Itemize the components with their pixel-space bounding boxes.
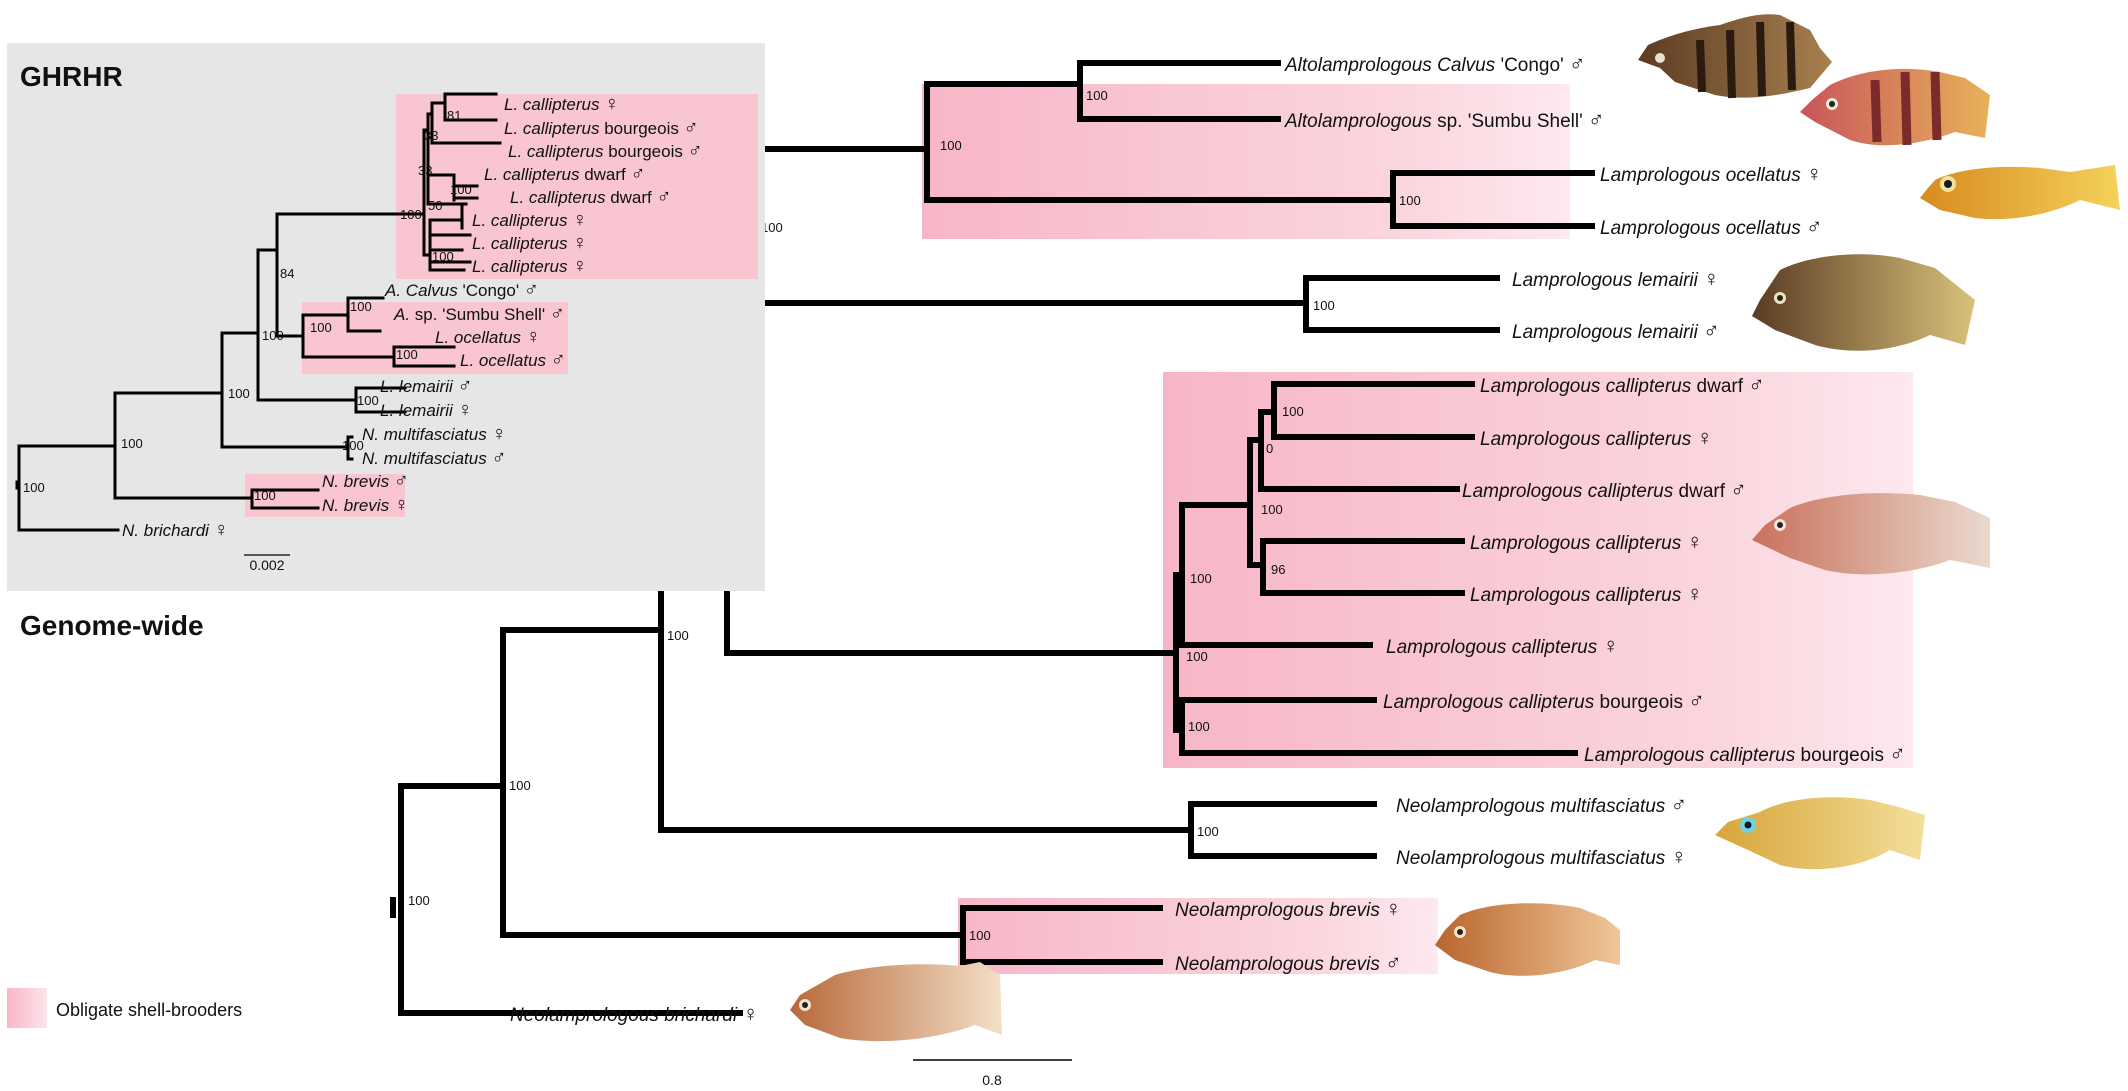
support-label: 33 xyxy=(418,163,432,178)
tip-label: N. brichardi ♀ xyxy=(122,519,229,541)
tip-label: Neolamprologous multifasciatus ♀ xyxy=(1396,844,1687,869)
tip-label: N. multifasciatus ♀ xyxy=(362,423,506,445)
legend-label: Obligate shell-brooders xyxy=(56,1000,242,1020)
support-label: 33 xyxy=(424,128,438,143)
tip-label: Lamprologous lemairii ♂ xyxy=(1512,318,1720,343)
tip-label: L. ocellatus ♂ xyxy=(460,349,566,371)
tip-label: L. lemairii ♀ xyxy=(380,399,473,421)
tip-label: L. ocellatus ♀ xyxy=(435,326,541,348)
support-label: 100 xyxy=(121,436,143,451)
support-label: 96 xyxy=(1271,562,1285,577)
fish-illustrations xyxy=(790,14,2120,1042)
tip-label: Lamprologous callipterus ♀ xyxy=(1470,581,1703,606)
gene-scale-bar: 0.002 xyxy=(244,554,290,573)
gene-highlight-brevis xyxy=(245,474,405,517)
support-label: 100 xyxy=(262,328,284,343)
tip-label: L. lemairii ♂ xyxy=(380,375,473,397)
genome-scale-label: 0.8 xyxy=(982,1072,1002,1088)
support-label: 100 xyxy=(509,778,531,793)
legend-swatch xyxy=(7,988,47,1028)
support-label: 100 xyxy=(396,347,418,362)
tip-label: Altolamprologous sp. 'Sumbu Shell' ♂ xyxy=(1284,107,1604,132)
support-label: 100 xyxy=(969,928,991,943)
tip-label: A. sp. 'Sumbu Shell' ♂ xyxy=(393,303,565,325)
tip-label: Neolamprologous multifasciatus ♂ xyxy=(1396,792,1687,817)
highlight-altolamprologus-ocellatus xyxy=(922,84,1570,239)
genome-tip-labels: Altolamprologous Calvus 'Congo' ♂ Altola… xyxy=(510,51,1906,1026)
tip-label: A. Calvus 'Congo' ♂ xyxy=(384,279,539,301)
tip-label: Lamprologous callipterus ♀ xyxy=(1480,425,1713,450)
fish-neolamprologus-multifasciatus xyxy=(1715,797,1925,870)
tip-label: Lamprologous callipterus dwarf ♂ xyxy=(1462,477,1747,502)
fish-altolamprologus-calvus xyxy=(1638,14,1832,99)
fish-neolamprologus-brichardi xyxy=(790,962,1002,1042)
genome-tree-title: Genome-wide xyxy=(20,610,204,641)
support-label: 100 xyxy=(1086,88,1108,103)
support-label: 100 xyxy=(432,249,454,264)
tip-label: Altolamprologous Calvus 'Congo' ♂ xyxy=(1284,51,1585,76)
tip-label: L. callipterus bourgeois ♂ xyxy=(508,140,703,162)
legend: Obligate shell-brooders xyxy=(7,988,242,1028)
fish-lamprologus-callipterus xyxy=(1752,493,1990,575)
tip-label: Lamprologous lemairii ♀ xyxy=(1512,266,1720,291)
tip-label: Neolamprologous brevis ♂ xyxy=(1175,950,1402,975)
support-label: 100 xyxy=(1282,404,1304,419)
tip-label: L. callipterus ♀ xyxy=(472,232,587,254)
support-label: 100 xyxy=(450,182,472,197)
support-label: 100 xyxy=(228,386,250,401)
support-label: 84 xyxy=(280,266,294,281)
tip-label: Lamprologous ocellatus ♂ xyxy=(1600,214,1822,239)
gene-support-values: 81 33 33 100 50 100 100 84 100 100 100 1… xyxy=(23,108,472,503)
support-label: 100 xyxy=(400,207,422,222)
tip-label: Lamprologous callipterus ♀ xyxy=(1470,529,1703,554)
gene-tree-branches xyxy=(15,92,502,532)
tip-label: Lamprologous callipterus bourgeois ♂ xyxy=(1383,688,1705,713)
fish-lamprologus-lemairii xyxy=(1752,254,1975,351)
fish-neolamprologus-brevis xyxy=(1435,903,1620,976)
gene-tree-panel: GHRHR xyxy=(7,43,765,591)
gene-tip-labels: L. callipterus ♀ L. callipterus bourgeoi… xyxy=(122,93,703,541)
support-label: 100 xyxy=(357,393,379,408)
tip-label: L. callipterus ♀ xyxy=(472,255,587,277)
tip-label: Lamprologous ocellatus ♀ xyxy=(1600,161,1822,186)
support-label: 100 xyxy=(761,220,783,235)
fish-lamprologus-ocellatus xyxy=(1920,165,2120,220)
support-label: 100 xyxy=(310,320,332,335)
support-label: 100 xyxy=(342,438,364,453)
support-label: 100 xyxy=(1399,193,1421,208)
support-label: 0 xyxy=(1266,441,1273,456)
tip-label: L. callipterus ♀ xyxy=(504,93,619,115)
support-label: 100 xyxy=(1313,298,1335,313)
gene-scale-label: 0.002 xyxy=(249,557,284,573)
tip-label: Lamprologous callipterus dwarf ♂ xyxy=(1480,372,1765,397)
tip-label: Lamprologous callipterus ♀ xyxy=(1386,633,1619,658)
tip-label: N. brevis ♂ xyxy=(322,470,409,492)
tip-label: Lamprologous callipterus bourgeois ♂ xyxy=(1584,741,1906,766)
support-label: 100 xyxy=(408,893,430,908)
support-label: 100 xyxy=(667,628,689,643)
support-label: 50 xyxy=(428,198,442,213)
tip-label: N. multifasciatus ♂ xyxy=(362,447,506,469)
support-label: 81 xyxy=(447,108,461,123)
support-label: 100 xyxy=(1190,571,1212,586)
support-label: 100 xyxy=(940,138,962,153)
fish-altolamprologus-sumbu xyxy=(1800,68,1990,146)
gene-tree-title: GHRHR xyxy=(20,61,123,92)
support-label: 100 xyxy=(350,299,372,314)
tip-label: L. callipterus dwarf ♂ xyxy=(510,186,672,208)
tip-label: L. callipterus dwarf ♂ xyxy=(484,163,646,185)
support-label: 100 xyxy=(1186,649,1208,664)
tip-label: Neolamprologous brichardi ♀ xyxy=(510,1001,759,1026)
tip-label: Neolamprologous brevis ♀ xyxy=(1175,896,1402,921)
tip-label: N. brevis ♀ xyxy=(322,494,409,516)
genome-scale-bar: 0.8 xyxy=(913,1059,1072,1088)
support-label: 100 xyxy=(23,480,45,495)
support-label: 100 xyxy=(1188,719,1210,734)
tip-label: L. callipterus bourgeois ♂ xyxy=(504,117,699,139)
support-label: 100 xyxy=(1197,824,1219,839)
support-label: 100 xyxy=(1261,502,1283,517)
tip-label: L. callipterus ♀ xyxy=(472,209,587,231)
support-label: 100 xyxy=(254,488,276,503)
